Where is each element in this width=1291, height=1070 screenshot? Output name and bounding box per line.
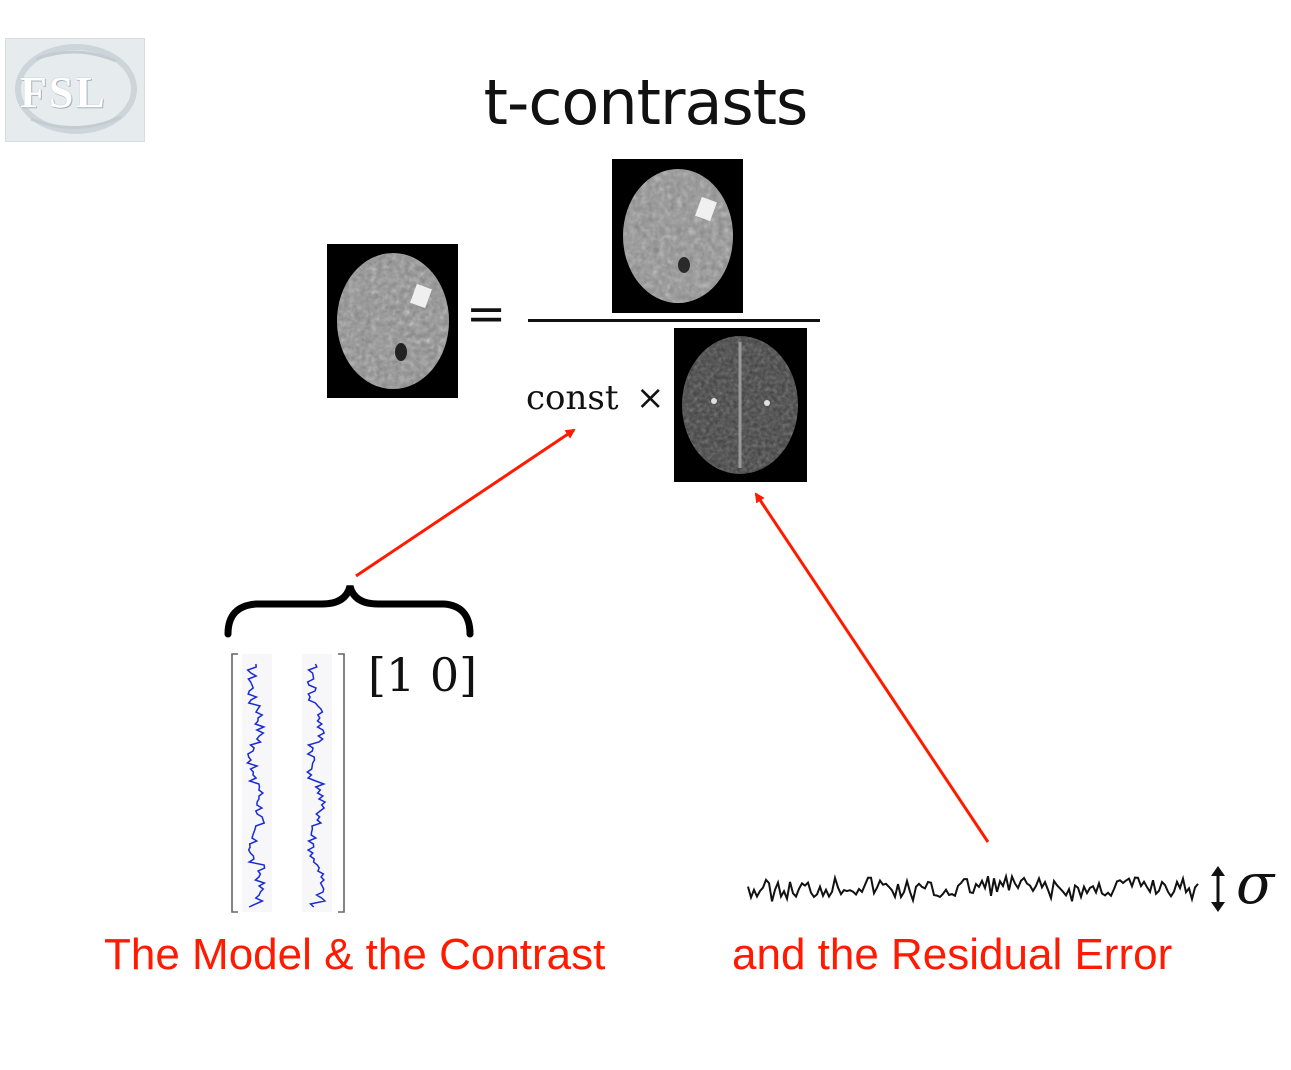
fraction-bar [528, 319, 820, 322]
residual-variance-brain-image [674, 328, 807, 482]
slide-title: t-contrasts [483, 66, 809, 139]
regressor-1-trace [245, 663, 267, 908]
sigma-range-arrow-icon [1208, 864, 1228, 914]
times-sign: × [636, 378, 665, 418]
design-matrix [228, 650, 348, 916]
t-map-brain-image [327, 244, 458, 398]
const-label: const [526, 378, 619, 418]
model-contrast-label: The Model & the Contrast [104, 930, 606, 979]
fsl-logo-emblem-icon [15, 44, 137, 134]
sigma-symbol: σ [1236, 852, 1275, 917]
residual-noise-line [747, 872, 1199, 905]
arrow-to-const [355, 428, 576, 578]
arrow-to-residual-image [754, 492, 990, 843]
matrix-right-bracket [338, 653, 345, 913]
fsl-logo-text: FSL [20, 68, 107, 117]
equals-sign: = [466, 286, 507, 342]
fsl-logo: FSL [5, 38, 145, 142]
matrix-left-bracket [231, 653, 238, 913]
contrast-vector: [1 0] [368, 648, 478, 702]
curly-brace [224, 584, 474, 638]
regressor-2-trace [306, 663, 327, 908]
cope-brain-image [612, 159, 743, 313]
residual-error-label: and the Residual Error [732, 930, 1173, 979]
